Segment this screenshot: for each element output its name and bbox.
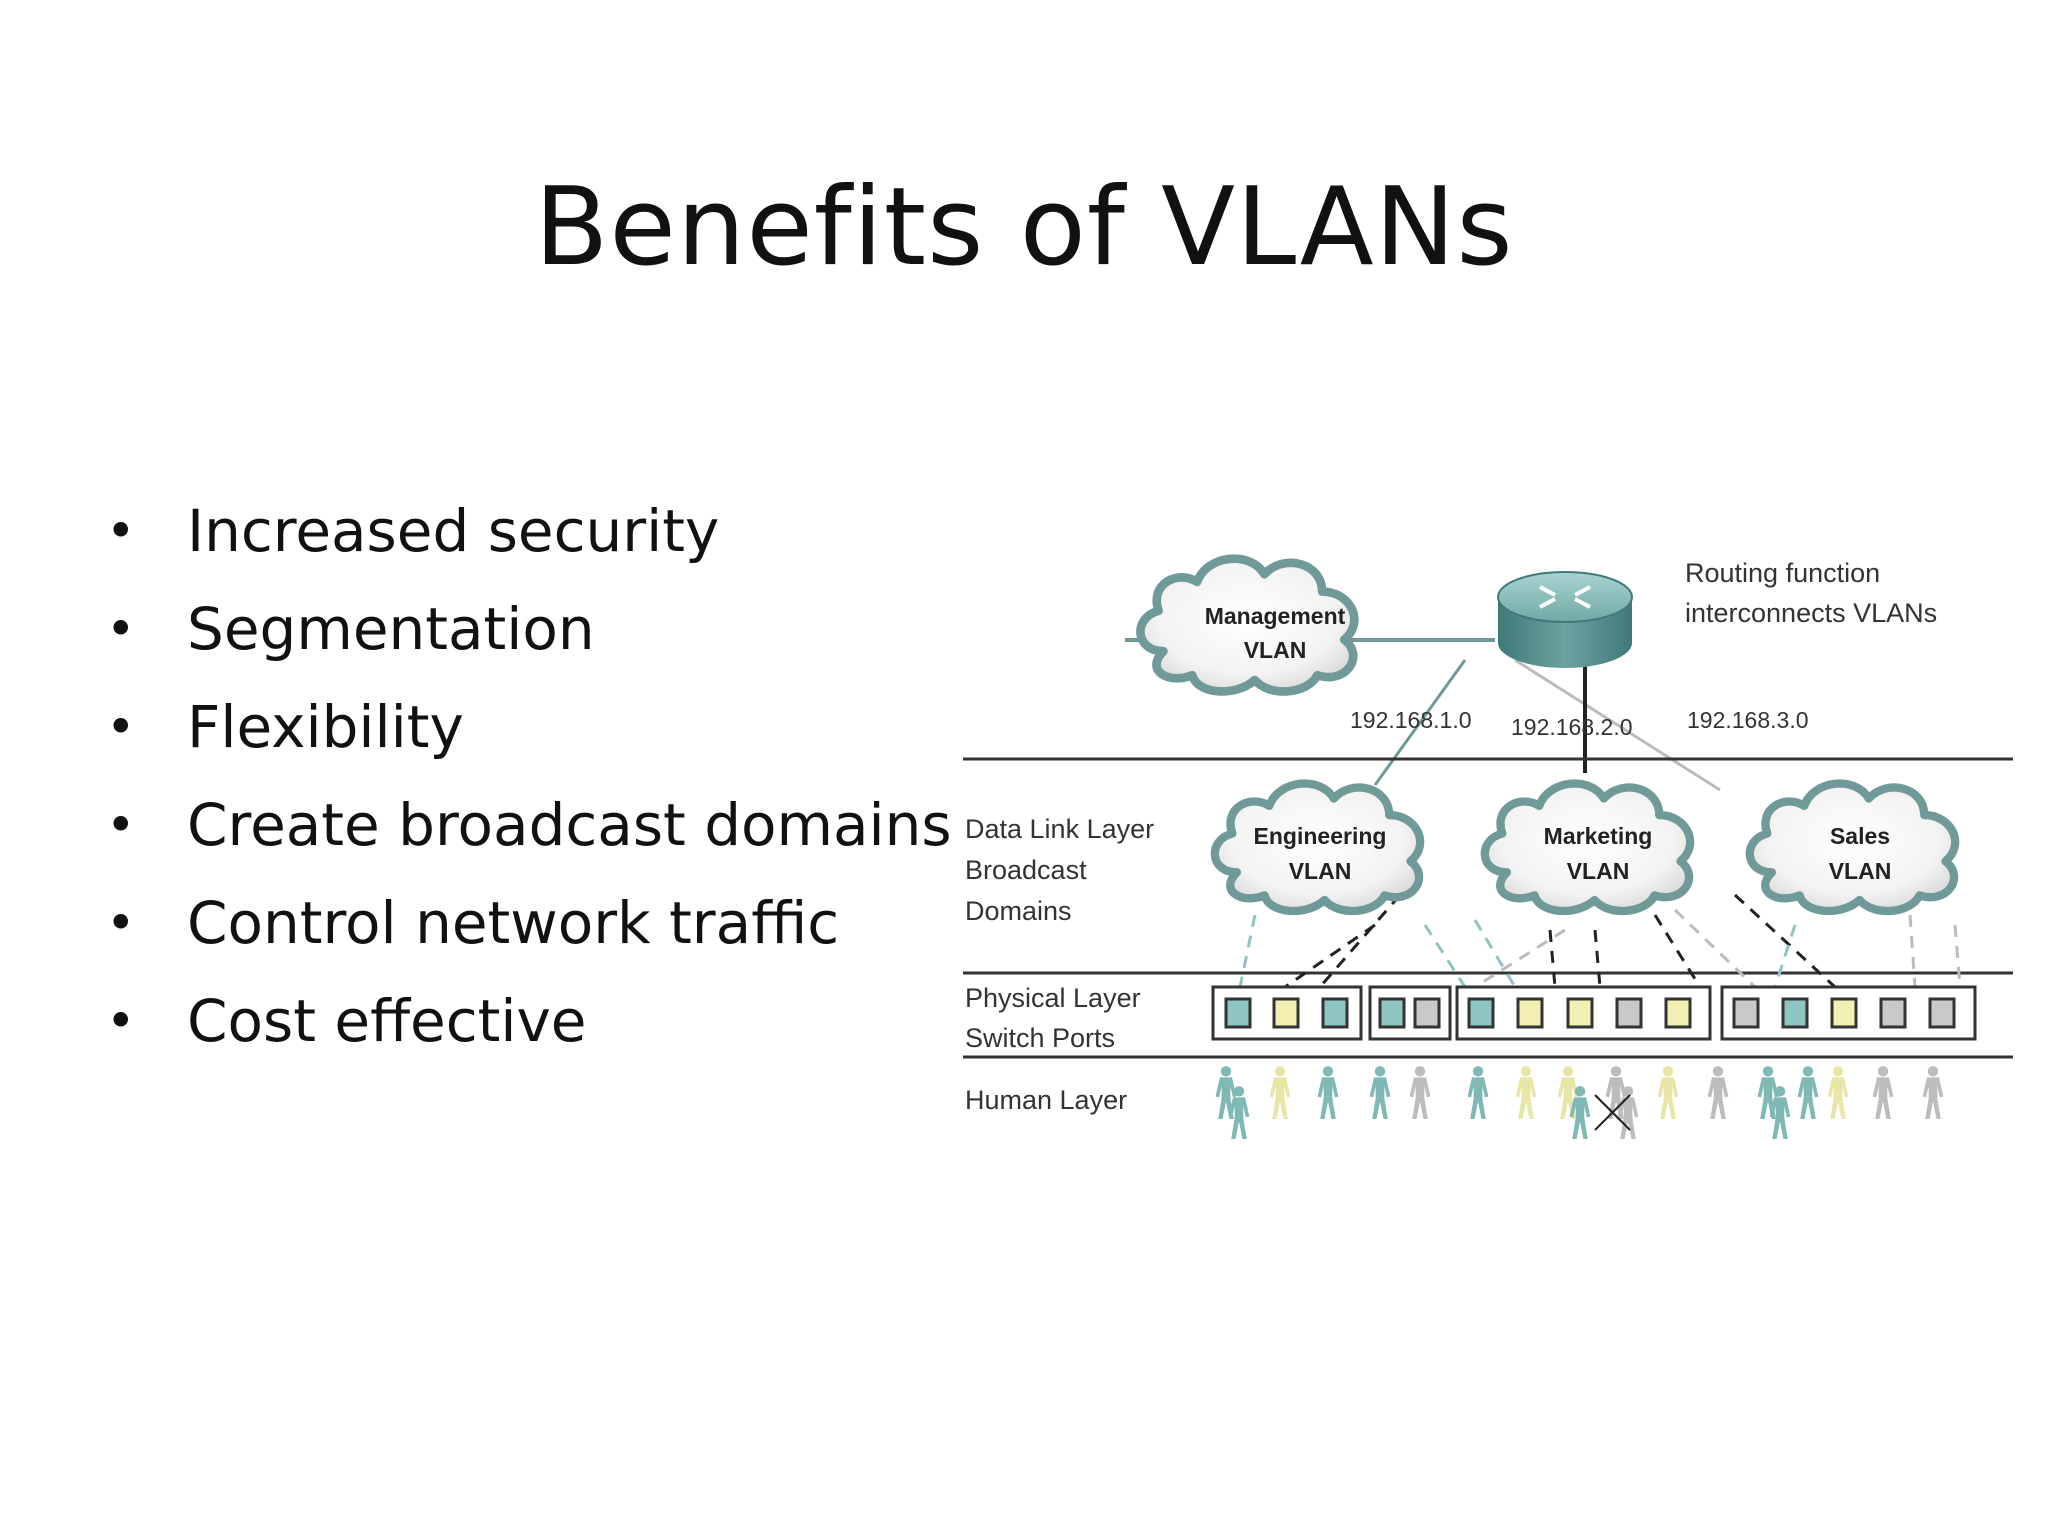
vlan-diagram: Management VLAN Routing function interco… <box>963 535 2013 1139</box>
bullet-text: Flexibility <box>187 693 464 761</box>
network-label: 192.168.1.0 <box>1350 707 1472 733</box>
switch-port <box>1566 997 1594 1029</box>
person-icon <box>1569 1086 1591 1139</box>
person-icon <box>1617 1086 1639 1139</box>
bullet-icon: • <box>106 894 136 952</box>
bullet-item: • Create broadcast domains <box>106 786 952 884</box>
management-cloud-label-2: VLAN <box>1244 637 1307 663</box>
cross-icon <box>1594 1094 1631 1131</box>
management-cloud-label-1: Management <box>1205 603 1346 629</box>
switch-port <box>1664 997 1692 1029</box>
network-label: 192.168.3.0 <box>1687 707 1809 733</box>
engineering-link <box>1373 659 1467 786</box>
switch-port-groups <box>1211 985 1977 1041</box>
port-links <box>1238 893 1962 989</box>
router-caption-line-2: interconnects VLANs <box>1685 598 1937 628</box>
switch-port <box>1516 997 1544 1029</box>
switch-group <box>1455 985 1712 1041</box>
physical-layer-label: Switch Ports <box>965 1023 1115 1053</box>
sales-link <box>1514 658 1721 792</box>
person-icon <box>1228 1086 1250 1139</box>
engineering-cloud-label-2: VLAN <box>1289 858 1352 884</box>
data-link-layer-label: Domains <box>965 896 1072 926</box>
switch-port <box>1413 997 1441 1029</box>
bullet-icon: • <box>106 600 136 658</box>
switch-port <box>1272 997 1300 1029</box>
switch-port <box>1467 997 1495 1029</box>
person-icon <box>1369 1066 1391 1119</box>
switch-port <box>1732 997 1760 1029</box>
router-icon <box>1497 571 1633 668</box>
bullet-item: • Increased security <box>106 492 952 590</box>
person-icon <box>1657 1066 1679 1119</box>
person-icon <box>1409 1066 1431 1119</box>
human-layer-label: Human Layer <box>965 1085 1127 1115</box>
bullet-text: Increased security <box>187 497 720 565</box>
person-icon <box>1827 1066 1849 1119</box>
switch-port <box>1830 997 1858 1029</box>
switch-port <box>1321 997 1349 1029</box>
bullet-item: • Segmentation <box>106 590 952 688</box>
bullet-item: • Cost effective <box>106 982 952 1080</box>
switch-port <box>1879 997 1907 1029</box>
sales-cloud-label-1: Sales <box>1830 823 1890 849</box>
marketing-cloud-label-2: VLAN <box>1567 858 1630 884</box>
router-caption-line-1: Routing function <box>1685 558 1880 588</box>
person-icon <box>1515 1066 1537 1119</box>
bullet-item: • Control network traffic <box>106 884 952 982</box>
marketing-cloud-label-1: Marketing <box>1544 823 1653 849</box>
bullet-text: Control network traffic <box>187 889 840 957</box>
bullet-list: • Increased security • Segmentation • Flexi… <box>106 492 952 1080</box>
bullet-icon: • <box>106 502 136 560</box>
switch-group <box>1211 985 1363 1041</box>
network-label: 192.168.2.0 <box>1511 714 1633 740</box>
bullet-text: Segmentation <box>187 595 595 663</box>
person-icon <box>1922 1066 1944 1119</box>
bullet-icon: • <box>106 698 136 756</box>
switch-port <box>1781 997 1809 1029</box>
person-icon <box>1317 1066 1339 1119</box>
bullet-text: Create broadcast domains <box>187 791 952 859</box>
person-icon <box>1269 1066 1291 1119</box>
bullet-icon: • <box>106 992 136 1050</box>
data-link-layer-label: Broadcast <box>965 855 1087 885</box>
data-link-layer-label: Data Link Layer <box>965 814 1154 844</box>
switch-group <box>1368 985 1452 1041</box>
bullet-icon: • <box>106 796 136 854</box>
physical-layer-label: Physical Layer <box>965 983 1141 1013</box>
switch-ports <box>1224 997 1956 1029</box>
engineering-cloud-label-1: Engineering <box>1254 823 1387 849</box>
person-icon <box>1769 1086 1791 1139</box>
person-icon <box>1707 1066 1729 1119</box>
person-icon <box>1797 1066 1819 1119</box>
switch-group <box>1720 985 1977 1041</box>
sales-cloud-label-2: VLAN <box>1829 858 1892 884</box>
bullet-item: • Flexibility <box>106 688 952 786</box>
slide-title: Benefits of VLANs <box>534 165 1514 290</box>
human-layer-people <box>1215 1066 1944 1139</box>
switch-port <box>1224 997 1252 1029</box>
person-icon <box>1872 1066 1894 1119</box>
switch-port <box>1615 997 1643 1029</box>
bullet-text: Cost effective <box>187 987 587 1055</box>
switch-port <box>1378 997 1406 1029</box>
person-icon <box>1467 1066 1489 1119</box>
switch-port <box>1928 997 1956 1029</box>
